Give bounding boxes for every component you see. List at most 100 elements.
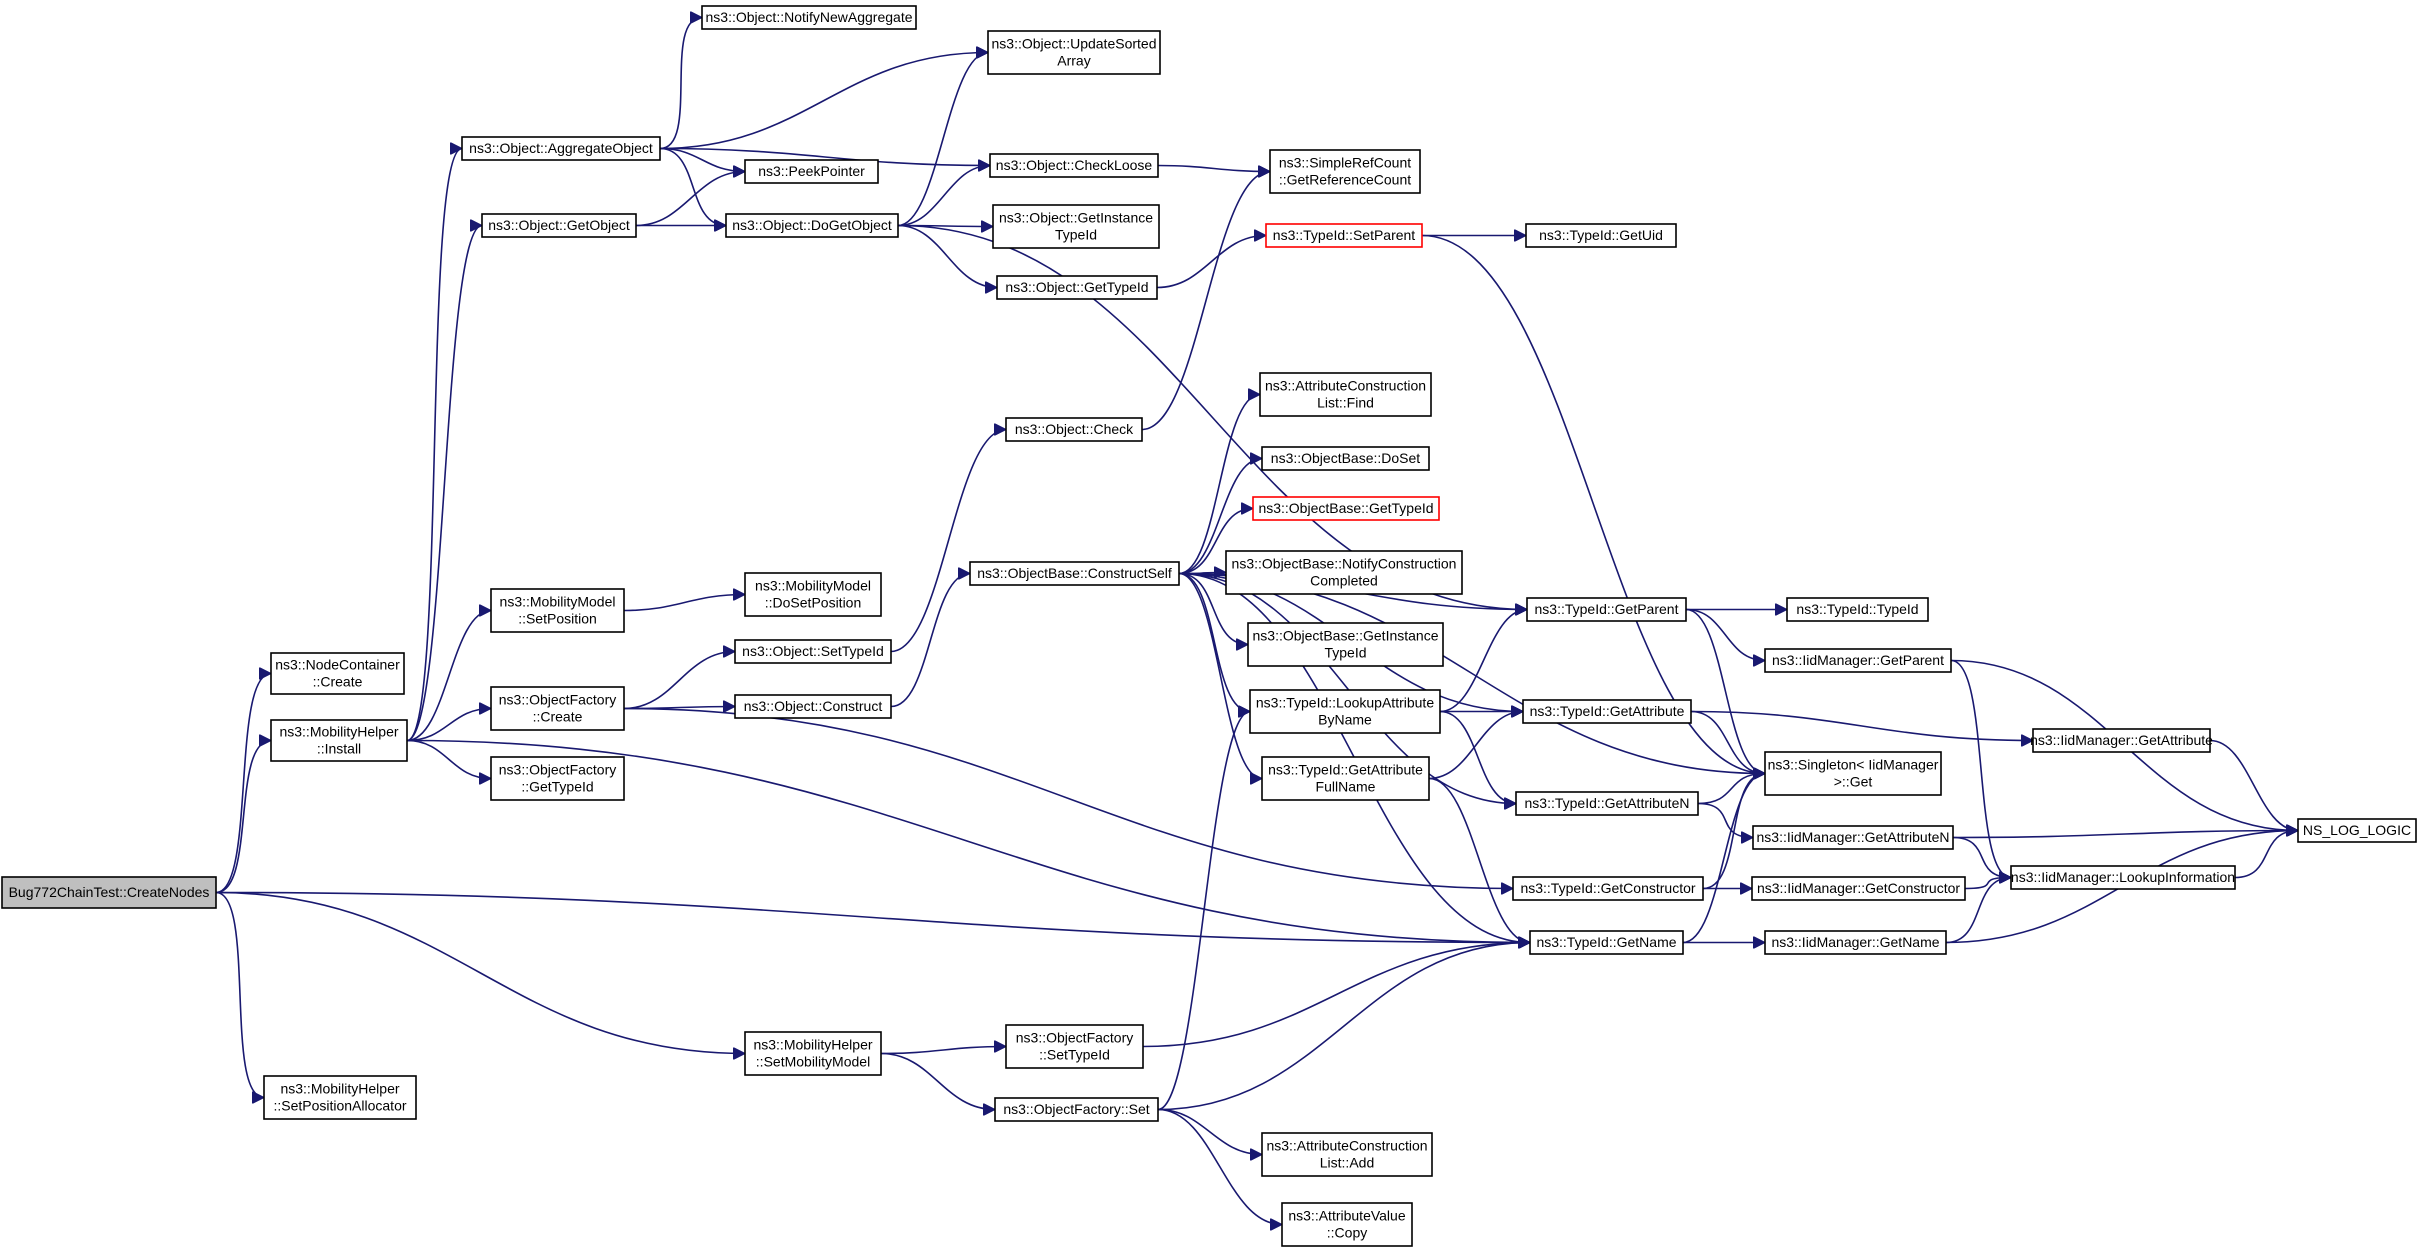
node-label-line: ns3::Object::GetObject xyxy=(488,217,630,233)
node-box xyxy=(1225,550,1463,595)
node-box xyxy=(1764,751,1942,796)
node-box xyxy=(1005,417,1143,442)
node-box xyxy=(734,639,892,664)
node-ns3-typeid-getuid[interactable]: ns3::TypeId::GetUid xyxy=(1525,223,1677,248)
node-label-line: ::Create xyxy=(533,709,583,725)
node-ns3-object-aggregateobject[interactable]: ns3::Object::AggregateObject xyxy=(461,136,661,161)
node-box xyxy=(1247,622,1444,667)
node-box xyxy=(1515,791,1699,816)
node-ns3-nodecontainer-create[interactable]: ns3::NodeContainer::Create xyxy=(270,652,405,695)
node-ns3-objectbase-constructself[interactable]: ns3::ObjectBase::ConstructSelf xyxy=(969,561,1180,586)
node-ns3-typeid-getname[interactable]: ns3::TypeId::GetName xyxy=(1529,930,1684,955)
node-ns3-simplerefcount-getreferencecount[interactable]: ns3::SimpleRefCount::GetReferenceCount xyxy=(1269,149,1421,194)
node-label-line: ::DoSetPosition xyxy=(765,595,862,611)
node-box xyxy=(1525,223,1677,248)
node-ns3-iidmanager-lookupinformation[interactable]: ns3::IidManager::LookupInformation xyxy=(2010,865,2236,890)
node-box xyxy=(1786,597,1929,622)
node-label-line: ns3::Object::Check xyxy=(1015,421,1134,437)
node-label-line: ns3::ObjectBase::GetTypeId xyxy=(1258,500,1433,516)
node-box xyxy=(996,275,1158,300)
node-ns-log-logic[interactable]: NS_LOG_LOGIC xyxy=(2297,818,2417,843)
node-ns3-attributevalue-copy[interactable]: ns3::AttributeValue::Copy xyxy=(1281,1202,1413,1247)
node-ns3-objectbase-notifyconstruction-completed[interactable]: ns3::ObjectBase::NotifyConstructionCompl… xyxy=(1225,550,1463,595)
node-box xyxy=(1261,756,1430,801)
node-ns3-mobilityhelper-install[interactable]: ns3::MobilityHelper::Install xyxy=(270,719,408,762)
node-box xyxy=(1261,446,1430,471)
edge-n19-to-n24 xyxy=(1157,164,1270,172)
node-ns3-mobilitymodel-dosetposition[interactable]: ns3::MobilityModel::DoSetPosition xyxy=(744,572,882,617)
node-ns3-object-gettypeid[interactable]: ns3::Object::GetTypeId xyxy=(996,275,1158,300)
node-label-line: ns3::ObjectFactory xyxy=(499,762,617,778)
node-ns3-typeid-getconstructor[interactable]: ns3::TypeId::GetConstructor xyxy=(1512,876,1704,901)
nodes-layer: Bug772ChainTest::CreateNodes ns3::NodeCon… xyxy=(1,5,2417,1247)
node-label-line: ns3::TypeId::GetAttributeN xyxy=(1525,795,1690,811)
edge-n2-to-n9 xyxy=(406,739,491,779)
node-ns3-iidmanager-getattributen[interactable]: ns3::IidManager::GetAttributeN xyxy=(1752,825,1954,850)
edge-n12-to-n18 xyxy=(897,53,989,227)
node-box xyxy=(744,572,882,617)
node-box xyxy=(992,204,1160,249)
edge-n48-to-n49 xyxy=(2234,831,2298,879)
node-ns3-objectfactory-gettypeid[interactable]: ns3::ObjectFactory::GetTypeId xyxy=(490,756,625,801)
node-ns3-typeid-getattributen[interactable]: ns3::TypeId::GetAttributeN xyxy=(1515,791,1699,816)
node-ns3-mobilitymodel-setposition[interactable]: ns3::MobilityModel::SetPosition xyxy=(490,588,625,633)
node-ns3-objectfactory-settypeid[interactable]: ns3::ObjectFactory::SetTypeId xyxy=(1005,1024,1144,1069)
node-label-line: ns3::PeekPointer xyxy=(758,163,865,179)
node-ns3-object-checkloose[interactable]: ns3::Object::CheckLoose xyxy=(989,153,1159,178)
node-ns3-object-settypeid[interactable]: ns3::Object::SetTypeId xyxy=(734,639,892,664)
node-label-line: ns3::IidManager::GetName xyxy=(1771,934,1939,950)
edge-n8-to-n39 xyxy=(623,707,1513,889)
node-box xyxy=(987,30,1161,75)
edge-n23-to-n26 xyxy=(1178,395,1261,575)
edge-n2-to-n8 xyxy=(406,709,491,742)
edge-n17-to-n40 xyxy=(1157,943,1530,1111)
edge-n23-to-n28 xyxy=(1178,509,1253,575)
node-ns3-mobilityhelper-setpositionallocator[interactable]: ns3::MobilityHelper::SetPositionAllocato… xyxy=(263,1075,417,1120)
node-ns3-typeid-getattribute[interactable]: ns3::TypeId::GetAttribute xyxy=(1522,699,1692,724)
node-box xyxy=(270,652,405,695)
node-box xyxy=(744,1031,882,1076)
node-ns3-objectfactory-create[interactable]: ns3::ObjectFactory::Create xyxy=(490,686,625,731)
node-ns3-singleton-iidmanager-get[interactable]: ns3::Singleton< IidManager >::Get xyxy=(1764,751,1942,796)
node-label-line: ns3::TypeId::GetAttribute xyxy=(1530,703,1685,719)
node-ns3-objectbase-doset[interactable]: ns3::ObjectBase::DoSet xyxy=(1261,446,1430,471)
node-ns3-peekpointer[interactable]: ns3::PeekPointer xyxy=(744,159,879,184)
node-label-line: NS_LOG_LOGIC xyxy=(2303,822,2411,838)
node-label-line: ::SetMobilityModel xyxy=(756,1054,870,1070)
node-ns3-iidmanager-getconstructor[interactable]: ns3::IidManager::GetConstructor xyxy=(1751,876,1966,901)
node-label-line: ns3::ObjectBase::ConstructSelf xyxy=(977,565,1172,581)
node-ns3-objectfactory-set[interactable]: ns3::ObjectFactory::Set xyxy=(994,1097,1159,1122)
node-label-line: ns3::ObjectBase::GetInstance xyxy=(1253,628,1439,644)
node-label-line: ns3::AttributeConstruction xyxy=(1266,1138,1427,1154)
node-box xyxy=(490,588,625,633)
edge-n16-to-n40 xyxy=(1142,943,1530,1048)
edge-n2-to-n40 xyxy=(406,739,1530,943)
node-bug772chaintest-createnodes[interactable]: Bug772ChainTest::CreateNodes xyxy=(1,876,217,909)
node-ns3-iidmanager-getparent[interactable]: ns3::IidManager::GetParent xyxy=(1764,648,1952,673)
node-ns3-object-check[interactable]: ns3::Object::Check xyxy=(1005,417,1143,442)
node-ns3-typeid-getparent[interactable]: ns3::TypeId::GetParent xyxy=(1526,597,1687,622)
node-label-line: ns3::ObjectFactory xyxy=(499,692,617,708)
node-ns3-object-getobject[interactable]: ns3::Object::GetObject xyxy=(481,213,637,238)
node-label-line: ns3::SimpleRefCount xyxy=(1279,155,1411,171)
node-ns3-objectbase-gettypeid[interactable]: ns3::ObjectBase::GetTypeId xyxy=(1252,496,1440,521)
node-ns3-iidmanager-getattribute[interactable]: ns3::IidManager::GetAttribute xyxy=(2030,728,2213,753)
node-ns3-object-notifynewaggregate[interactable]: ns3::Object::NotifyNewAggregate xyxy=(701,5,917,30)
edge-n45-to-n48 xyxy=(1964,878,2011,890)
node-ns3-typeid-setparent[interactable]: ns3::TypeId::SetParent xyxy=(1265,223,1423,248)
node-ns3-mobilityhelper-setmobilitymodel[interactable]: ns3::MobilityHelper::SetMobilityModel xyxy=(744,1031,882,1076)
node-ns3-object-dogetobject[interactable]: ns3::Object::DoGetObject xyxy=(725,213,899,238)
edge-n2-to-n7 xyxy=(406,611,492,742)
node-ns3-iidmanager-getname[interactable]: ns3::IidManager::GetName xyxy=(1764,930,1947,955)
node-ns3-typeid-typeid[interactable]: ns3::TypeId::TypeId xyxy=(1786,597,1929,622)
node-label-line: ::GetReferenceCount xyxy=(1279,172,1411,188)
node-box xyxy=(2297,818,2417,843)
node-ns3-object-construct[interactable]: ns3::Object::Construct xyxy=(734,694,892,719)
